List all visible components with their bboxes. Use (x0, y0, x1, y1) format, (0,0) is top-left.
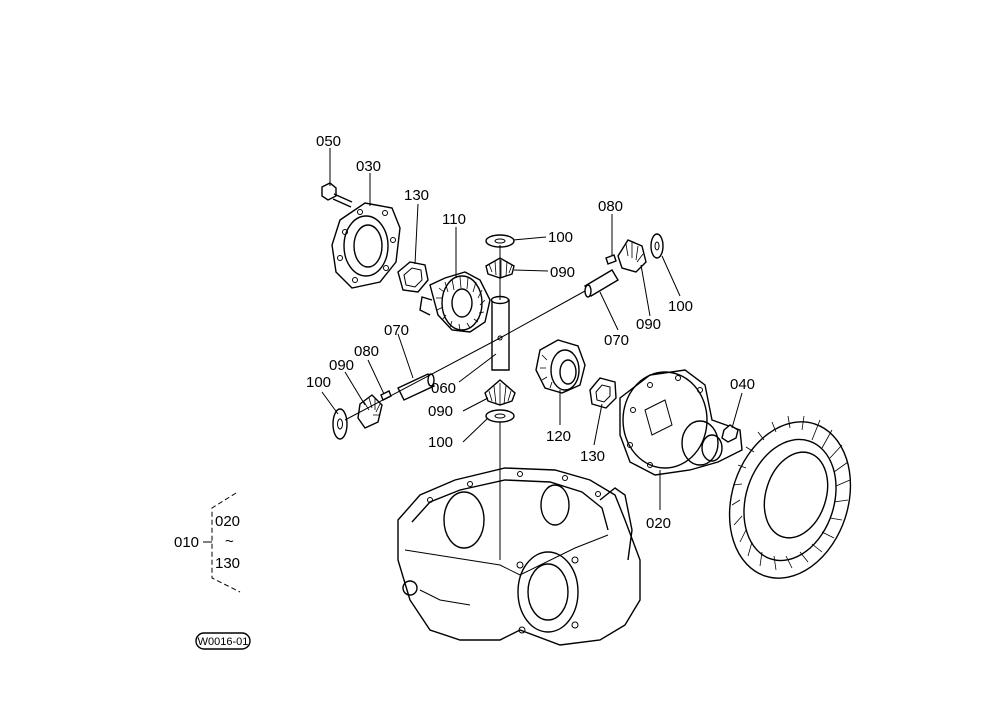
callout-090-right: 090 (636, 316, 661, 333)
washer-100-right (650, 233, 664, 259)
assembly-range-from: 020 (215, 513, 240, 530)
callout-060: 060 (431, 380, 456, 397)
assembly-range-to: 130 (215, 555, 240, 572)
callout-040: 040 (730, 376, 755, 393)
callout-020: 020 (646, 515, 671, 532)
pinion-090-right (617, 239, 647, 273)
callout-100-left: 100 (306, 374, 331, 391)
washer-100-bottom (485, 409, 515, 423)
callout-090-top: 090 (550, 264, 575, 281)
callouts: 050 030 130 110 100 090 080 100 090 070 … (306, 133, 755, 532)
figure-code-badge: W0016-01 (195, 632, 251, 650)
callout-070-left: 070 (384, 322, 409, 339)
bolt-050 (321, 182, 353, 208)
assembly-axis-right (499, 290, 586, 339)
assembly-axis-left (344, 337, 501, 421)
pinion-090-bottom (484, 379, 516, 406)
callout-090-left: 090 (329, 357, 354, 374)
callout-030: 030 (356, 158, 381, 175)
pin-080-right (605, 254, 617, 265)
ring-gear (728, 415, 852, 579)
callout-130-bottom: 130 (580, 448, 605, 465)
washer-100-left (332, 408, 348, 440)
assembly-range-tilde: ~ (225, 533, 234, 550)
differential-case-020 (619, 369, 743, 476)
callout-080-left: 080 (354, 343, 379, 360)
differential-housing (397, 467, 641, 646)
pinion-shaft-070-right (584, 269, 619, 298)
leader-lines (321, 148, 743, 510)
callout-080-right: 080 (598, 198, 623, 215)
callout-100-bottom: 100 (428, 434, 453, 451)
bolt-040 (721, 424, 739, 443)
side-gear-120 (535, 339, 586, 394)
callout-100-right: 100 (668, 298, 693, 315)
shim-130-top (397, 261, 429, 293)
cover-flange-030 (331, 202, 401, 289)
assembly-range-bracket: 010 020 ~ 130 (174, 492, 241, 593)
cross-shaft-060 (490, 245, 510, 371)
pinion-shaft-070-left (397, 373, 435, 401)
callout-120: 120 (546, 428, 571, 445)
assembly-parent-number: 010 (174, 534, 199, 551)
shim-130-bottom (589, 377, 617, 409)
callout-090-bottom: 090 (428, 403, 453, 420)
callout-050: 050 (316, 133, 341, 150)
figure-code: W0016-01 (198, 636, 249, 648)
side-gear-110 (419, 271, 491, 333)
callout-100-top: 100 (548, 229, 573, 246)
callout-110: 110 (442, 211, 466, 228)
callout-070-right: 070 (604, 332, 629, 349)
callout-130-top: 130 (404, 187, 429, 204)
